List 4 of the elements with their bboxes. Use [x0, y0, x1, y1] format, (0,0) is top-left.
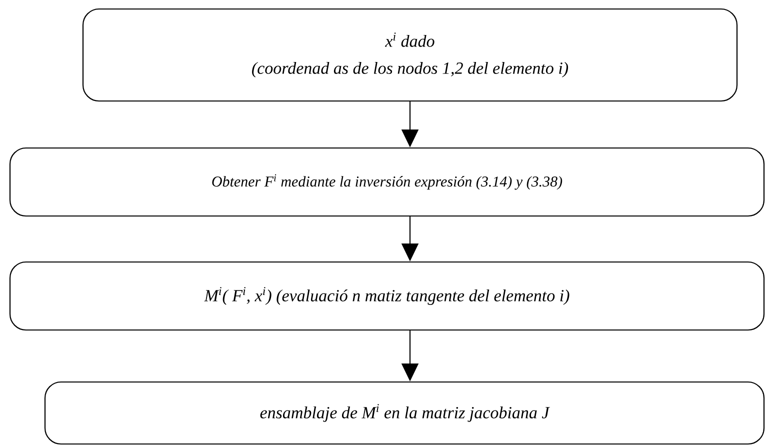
process-box: x$^{i}$ dado (coordenad as de los nodos 1,2 del elemento i) [82, 8, 738, 102]
process-box: M$^{i}$( F$^{i}$, x$^{i}$) (evaluació n matiz tangente del elemento i) [9, 261, 765, 331]
process-box: ensamblaje de M$^{i}$ en la matriz jacobiana J [44, 381, 765, 445]
process-box: Obtener F$^{i}$ mediante la inversión expresión (3.14) y (3.38) [9, 147, 765, 217]
